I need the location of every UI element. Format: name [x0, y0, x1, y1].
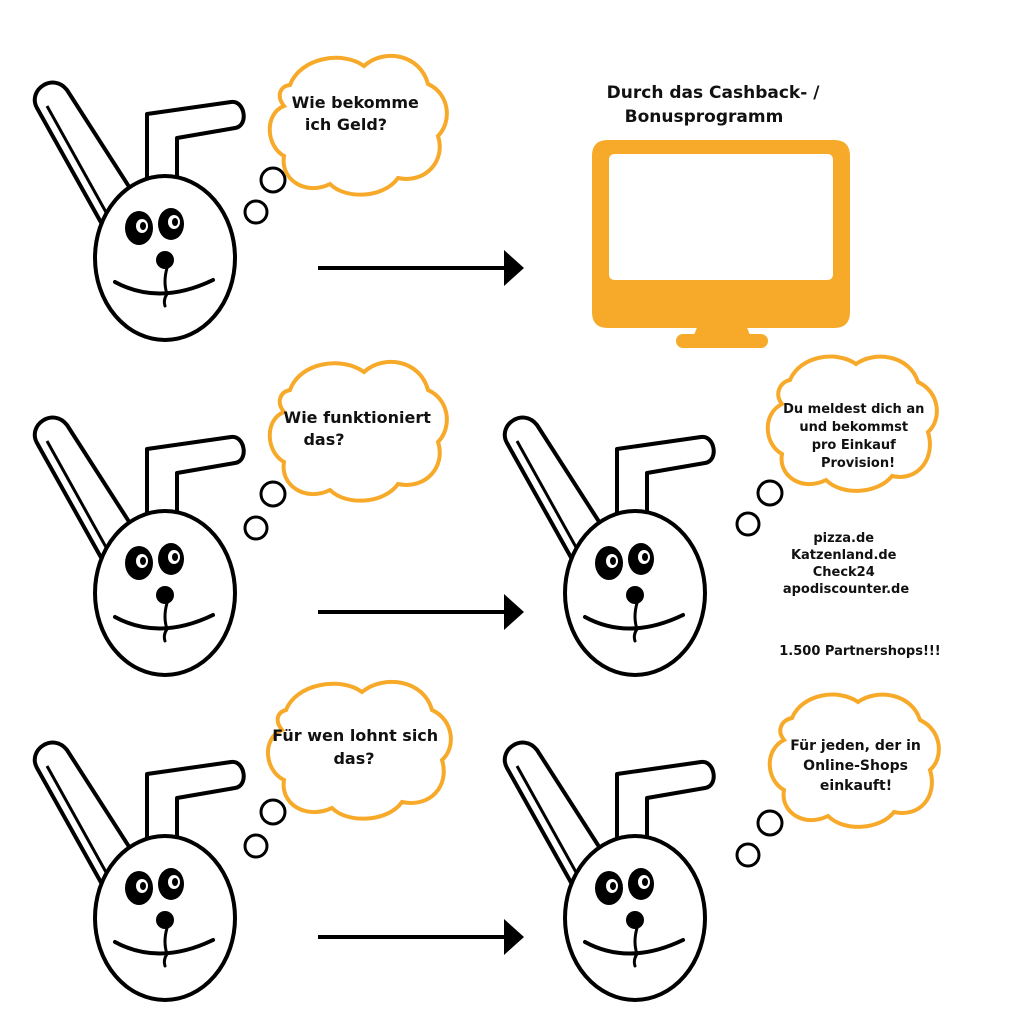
- row2-partner-count: 1.500 Partnershops!!!: [779, 644, 940, 659]
- row3-question-bunny: [32, 740, 246, 1002]
- row1-question-text: Wie bekomme ich Geld?: [292, 93, 425, 134]
- row3-thought-bubble: [243, 679, 453, 859]
- row3-answer-text: Für jeden, der in Online-Shops einkauft!: [790, 738, 926, 794]
- row2-answer-text: Du meldest dich an und bekommst pro Eink…: [783, 402, 929, 471]
- row2-question-bunny: [32, 415, 246, 677]
- row3-answer-thought-bubble: [735, 692, 941, 868]
- row1-question-bunny: [32, 80, 246, 342]
- row1-arrow: [316, 248, 526, 288]
- row2-answer-bunny: [502, 415, 716, 677]
- row3-question-text: Für wen lohnt sich das?: [272, 726, 444, 768]
- row1-thought-bubble: [243, 53, 449, 225]
- row2-shop-list: pizza.de Katzenland.de Check24 apodiscou…: [783, 531, 909, 597]
- row1-answer-title: Durch das Cashback- / Bonusprogramm: [607, 83, 826, 127]
- row2-answer-thought-bubble: [735, 354, 939, 537]
- row2-arrow: [316, 592, 526, 632]
- row2-question-text: Wie funktioniert das?: [284, 408, 437, 449]
- row3-answer-bunny: [502, 740, 716, 1002]
- monitor-icon: [592, 140, 850, 348]
- row3-arrow: [316, 917, 526, 957]
- row2-thought-bubble: [243, 359, 449, 541]
